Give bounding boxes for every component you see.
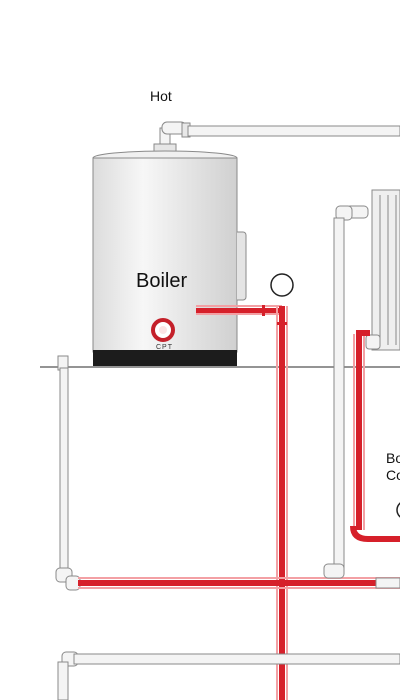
- gauge-label: CPT: [156, 344, 173, 351]
- cold-loop-pipe: [55, 355, 81, 591]
- cold-riser-pipe: [323, 205, 400, 589]
- hot-return-pipe: [196, 305, 288, 700]
- side-valve-icon: [396, 502, 400, 518]
- hot-supply-pipe: [153, 121, 400, 153]
- radiator-return-pipe: [350, 330, 400, 542]
- side-label: Bo Co: [386, 450, 400, 483]
- pressure-gauge-icon: [151, 318, 175, 342]
- boiler-label: Boiler: [136, 270, 188, 292]
- valve-icon: [270, 273, 294, 297]
- radiator: [365, 189, 400, 351]
- hot-label: Hot: [150, 88, 172, 104]
- cold-bottom-pipe: [57, 651, 400, 700]
- hot-bottom-pipe: [78, 577, 400, 589]
